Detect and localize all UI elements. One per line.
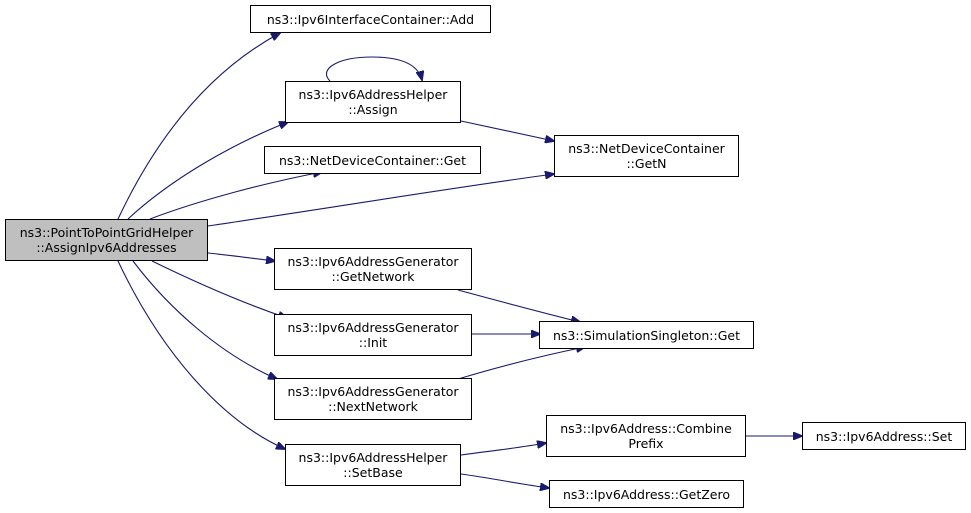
- node-label-line1: ns3::Ipv6AddressHelper: [298, 87, 448, 102]
- node-ipv6addressgenerator-getnetwork[interactable]: ns3::Ipv6AddressGenerator ::GetNetwork: [274, 248, 472, 290]
- node-label-line1: ns3::Ipv6AddressGenerator: [287, 384, 459, 399]
- node-label-line1: ns3::Ipv6AddressGenerator: [287, 320, 459, 335]
- node-label-line2: ::GetNetwork: [331, 269, 415, 284]
- node-netdevicecontainer-getn[interactable]: ns3::NetDeviceContainer ::GetN: [554, 135, 739, 177]
- node-ipv6addresshelper-assign[interactable]: ns3::Ipv6AddressHelper ::Assign: [285, 81, 461, 123]
- edge-root-to-gen-getnetwork: [207, 252, 275, 261]
- edge-root-to-ndc-getn: [207, 174, 554, 227]
- node-ipv6addressgenerator-nextnetwork[interactable]: ns3::Ipv6AddressGenerator ::NextNetwork: [274, 378, 472, 420]
- node-ipv6address-set[interactable]: ns3::Ipv6Address::Set: [802, 422, 966, 450]
- node-label-line2: ::Init: [358, 335, 388, 350]
- node-label-line1: ns3::Ipv6Address::GetZero: [562, 486, 731, 502]
- node-label-line1: ns3::Ipv6Address::Set: [815, 428, 953, 444]
- edge-root-to-gen-nextnetwork: [132, 260, 277, 379]
- node-ipv6interfacecontainer-add[interactable]: ns3::Ipv6InterfaceContainer::Add: [250, 5, 491, 33]
- node-netdevicecontainer-get[interactable]: ns3::NetDeviceContainer::Get: [264, 146, 481, 174]
- edge-assign-self-loop: [326, 56, 422, 81]
- node-label-line1: ns3::SimulationSingleton::Get: [553, 327, 740, 343]
- edge-root-to-gen-init: [151, 260, 287, 318]
- node-ipv6addressgenerator-init[interactable]: ns3::Ipv6AddressGenerator ::Init: [274, 314, 472, 356]
- edge-root-to-container-add: [117, 33, 280, 220]
- node-label-line2: ::GetN: [626, 156, 667, 171]
- node-label-line2: ::NextNetwork: [328, 399, 418, 414]
- node-label-line1: ns3::Ipv6Address::Combine: [560, 421, 732, 436]
- node-label-line2: Prefix: [628, 436, 664, 451]
- node-label-line1: ns3::Ipv6AddressHelper: [298, 450, 448, 465]
- node-simulationsingleton-get[interactable]: ns3::SimulationSingleton::Get: [539, 321, 754, 349]
- edge-root-to-helper-setbase: [117, 260, 285, 449]
- node-label-line1: ns3::NetDeviceContainer: [568, 141, 725, 156]
- node-label-line1: ns3::NetDeviceContainer::Get: [278, 152, 467, 168]
- node-label-line2: ::Assign: [348, 102, 398, 117]
- edge-assign-to-getn: [460, 120, 554, 141]
- node-ipv6address-getzero[interactable]: ns3::Ipv6Address::GetZero: [549, 480, 744, 508]
- edge-setbase-to-combine: [460, 443, 546, 456]
- node-label-line1: ns3::PointToPointGridHelper: [19, 225, 194, 240]
- node-label-line2: ::SetBase: [343, 465, 403, 480]
- node-ipv6addresshelper-setbase[interactable]: ns3::Ipv6AddressHelper ::SetBase: [285, 444, 461, 486]
- edge-getnetwork-to-singleton: [457, 289, 580, 322]
- node-ipv6address-combineprefix[interactable]: ns3::Ipv6Address::Combine Prefix: [546, 415, 746, 457]
- node-label-line1: ns3::Ipv6AddressGenerator: [287, 254, 459, 269]
- node-label-line1: ns3::Ipv6InterfaceContainer::Add: [266, 11, 475, 27]
- node-pointtopointgridhelper-assignipv6addresses: ns3::PointToPointGridHelper ::AssignIpv6…: [5, 219, 208, 261]
- edge-setbase-to-getzero: [460, 473, 549, 488]
- edge-root-to-ndc-get: [149, 172, 322, 220]
- node-label-line2: ::AssignIpv6Addresses: [36, 240, 177, 255]
- edge-root-to-helper-assign: [127, 122, 288, 220]
- edge-nextnetwork-to-singleton: [457, 347, 585, 380]
